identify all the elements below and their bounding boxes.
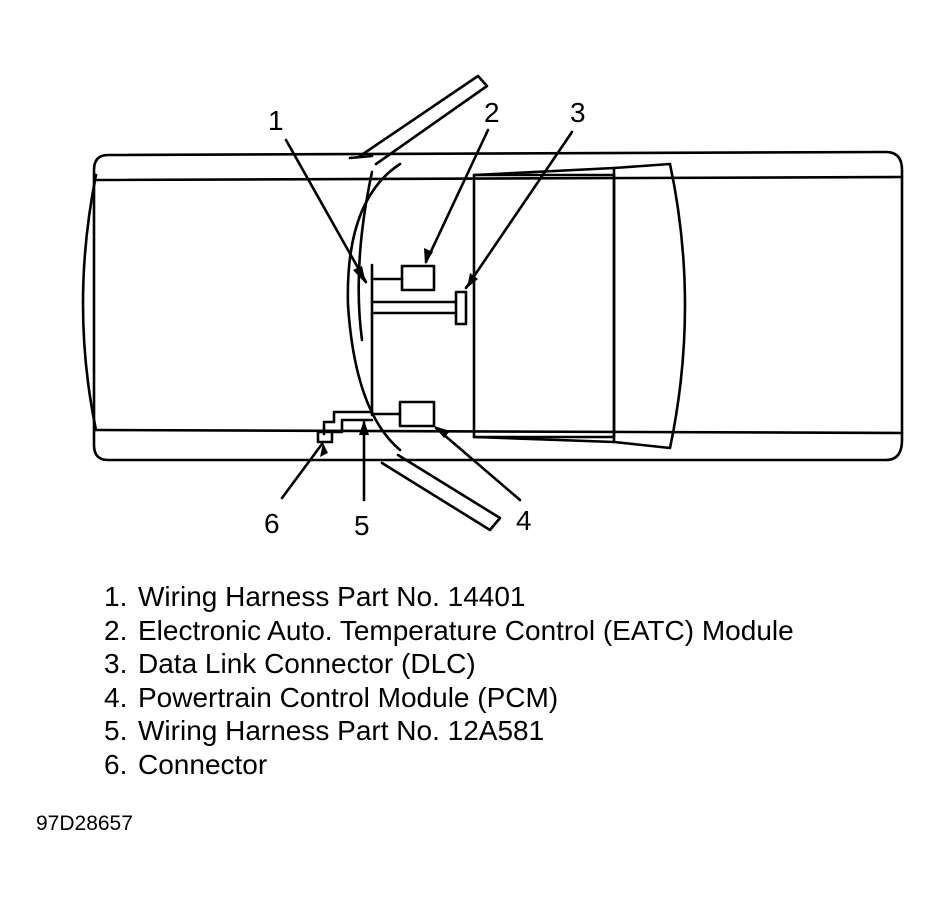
harness-12A581-lower [330,418,374,434]
arrow-1 [284,138,368,284]
eatc-module [400,264,436,292]
legend-item: 1.Wiring Harness Part No. 14401 [104,581,526,612]
callout-1: 1 [268,105,284,136]
connector [316,430,334,444]
body-side-line-top [94,175,904,182]
vehicle-body-outline [92,150,904,462]
callout-arrows [280,128,574,502]
open-door-top [358,74,489,166]
legend-item: 2.Electronic Auto. Temperature Control (… [104,614,794,646]
cowl-line [357,170,374,342]
legend-item: 3.Data Link Connector (DLC) [104,648,476,679]
arrow-6 [280,442,324,500]
callout-5: 5 [354,510,370,541]
callout-2: 2 [484,97,500,128]
arrow-4 [434,426,522,502]
powertrain-control-module [398,400,436,428]
rear-window [612,162,687,450]
arrowhead-6 [320,443,328,457]
open-door-top-inner [348,154,374,160]
callout-4: 4 [516,505,532,536]
vehicle-diagram: 1 2 3 4 5 6 [81,74,904,541]
legend-list: 1.Wiring Harness Part No. 14401 2.Electr… [104,580,794,781]
callout-6: 6 [264,508,280,539]
harness-12A581 [322,410,374,436]
windshield [346,162,402,452]
arrowhead-5 [359,420,369,435]
body-side-line-bottom [94,428,904,435]
roof-panel [472,173,616,439]
arrowhead-1 [353,266,366,284]
arrowhead-2 [424,248,433,264]
arrow-3 [464,130,574,290]
arrowhead-4 [434,426,450,438]
arrowheads [320,248,478,457]
roof-front-edge [472,166,616,444]
data-link-connector [454,290,468,326]
legend-item: 5.Wiring Harness Part No. 12A581 [104,715,545,746]
legend-item: 4.Powertrain Control Module (PCM) [104,681,559,713]
callout-3: 3 [570,97,586,128]
figure-id: 97D28657 [36,812,133,835]
front-bumper [81,173,98,432]
arrow-2 [424,128,490,264]
arrowhead-3 [467,273,478,288]
open-door-bottom [380,453,502,532]
legend-item: 6.Connector [104,748,268,780]
